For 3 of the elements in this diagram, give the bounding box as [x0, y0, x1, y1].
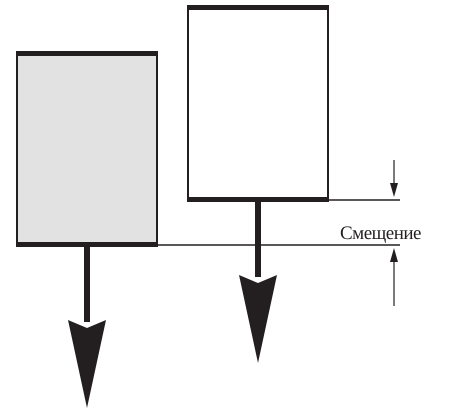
- dimension-label: Смещение: [340, 224, 421, 243]
- rectangle-block: [16, 51, 158, 247]
- rectangle-block: [187, 5, 329, 202]
